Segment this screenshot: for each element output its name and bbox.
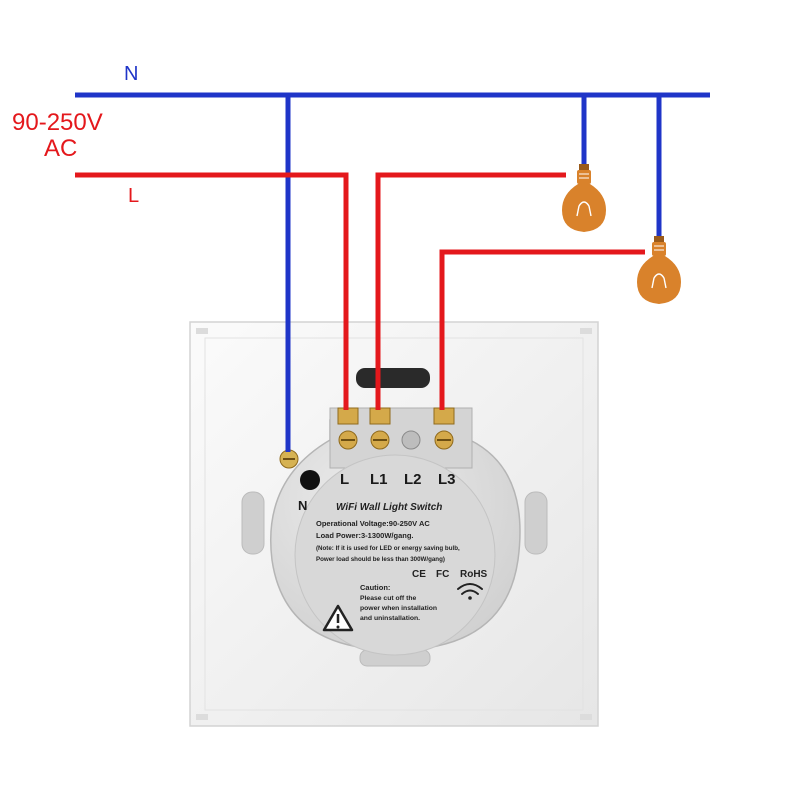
terminal-label-l1: L1 bbox=[370, 471, 388, 488]
spec-load: Load Power:3-1300W/gang. bbox=[316, 531, 414, 540]
left-mounting-slot bbox=[241, 491, 265, 555]
ce-mark: CE bbox=[412, 569, 426, 580]
switch-back-plate bbox=[189, 321, 599, 727]
top-mounting-slot bbox=[356, 368, 430, 388]
terminal-label-l3: L3 bbox=[438, 471, 456, 488]
l1-to-bulb-1-wire bbox=[375, 172, 566, 410]
terminal-screw-l1 bbox=[369, 407, 391, 450]
terminal-label-l: L bbox=[340, 471, 349, 488]
ac-label: AC bbox=[44, 135, 77, 162]
light-bulb-1-icon bbox=[562, 164, 606, 232]
live-wires bbox=[75, 172, 645, 410]
live-input-wire bbox=[75, 172, 349, 410]
neutral-terminal-hole bbox=[300, 470, 320, 490]
terminal-screw-l2 bbox=[401, 430, 421, 450]
caution-title: Caution: bbox=[360, 583, 390, 592]
certification-marks: CE FC RoHS bbox=[412, 569, 488, 580]
terminal-screw-l bbox=[337, 407, 359, 450]
wifi-icon bbox=[457, 583, 483, 600]
l3-to-bulb-2-wire bbox=[439, 249, 645, 410]
neutral-wires bbox=[75, 92, 710, 452]
caution-line-1: Please cut off the bbox=[360, 595, 416, 602]
neutral-terminal-label: N bbox=[298, 498, 307, 513]
right-mounting-slot bbox=[524, 491, 548, 555]
terminal-screws bbox=[337, 407, 455, 450]
rohs-mark: RoHS bbox=[460, 569, 488, 580]
spec-note-2: Power load should be less than 300W/gang… bbox=[316, 556, 445, 563]
live-label: L bbox=[128, 185, 139, 207]
spec-voltage: Operational Voltage:90-250V AC bbox=[316, 519, 430, 528]
terminal-label-l2: L2 bbox=[404, 471, 422, 488]
caution-line-3: and uninstallation. bbox=[360, 615, 420, 622]
voltage-label: 90-250V bbox=[12, 109, 103, 136]
caution-line-2: power when installation bbox=[360, 605, 437, 612]
fc-mark: FC bbox=[436, 569, 449, 580]
device-title: WiFi Wall Light Switch bbox=[336, 502, 442, 513]
terminal-screw-l3 bbox=[433, 407, 455, 450]
caution-warning-icon bbox=[322, 604, 354, 632]
neutral-label: N bbox=[124, 63, 138, 85]
light-bulb-2-icon bbox=[637, 236, 681, 304]
spec-note-1: (Note: If it is used for LED or energy s… bbox=[316, 545, 460, 552]
